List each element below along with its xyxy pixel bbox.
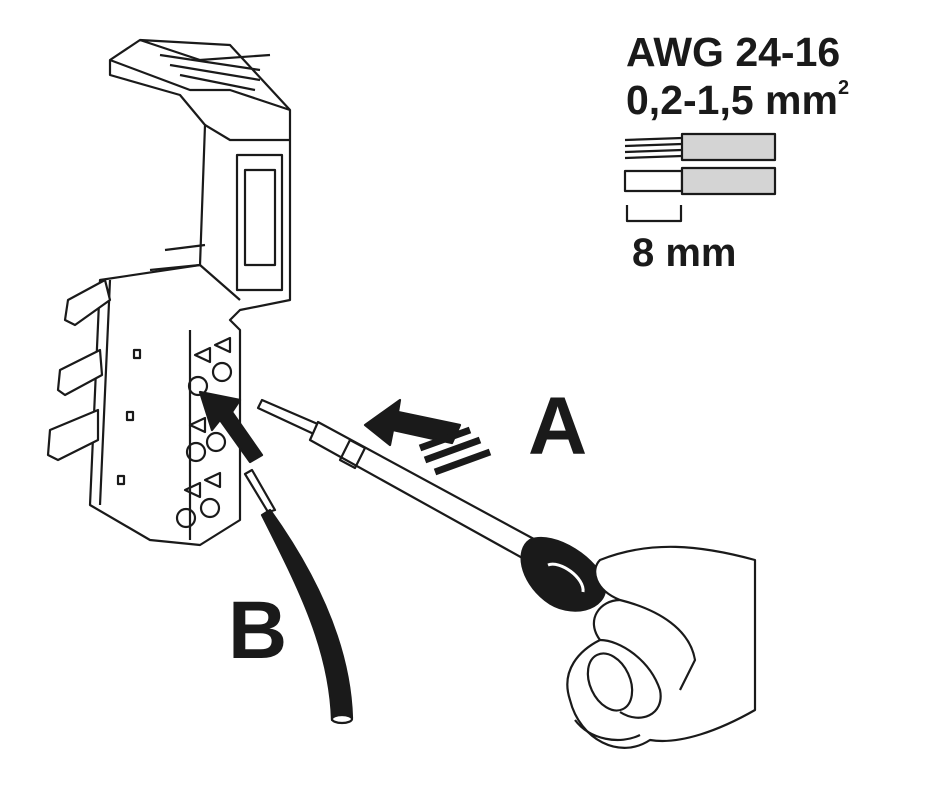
awg-range-label: AWG 24-16 — [626, 29, 841, 75]
strip-length-bracket — [625, 205, 683, 223]
cross-section-exponent: 2 — [837, 77, 850, 99]
terminal-block-connector — [46, 38, 292, 547]
cross-section-value: 0,2-1,5 mm — [626, 77, 838, 123]
step-b-label: B — [228, 585, 288, 676]
arrow-b-icon — [198, 390, 264, 464]
ferrule-wire-icon — [623, 166, 777, 196]
cross-section-label: 0,2-1,5 mm2 — [626, 77, 850, 123]
hand — [566, 545, 757, 749]
step-a-label: A — [528, 381, 588, 472]
arrow-a-icon — [363, 398, 492, 476]
strip-length-label: 8 mm — [632, 231, 737, 275]
wire-cable — [243, 468, 354, 725]
screwdriver — [256, 398, 607, 612]
stripped-wire-icon — [624, 132, 777, 162]
